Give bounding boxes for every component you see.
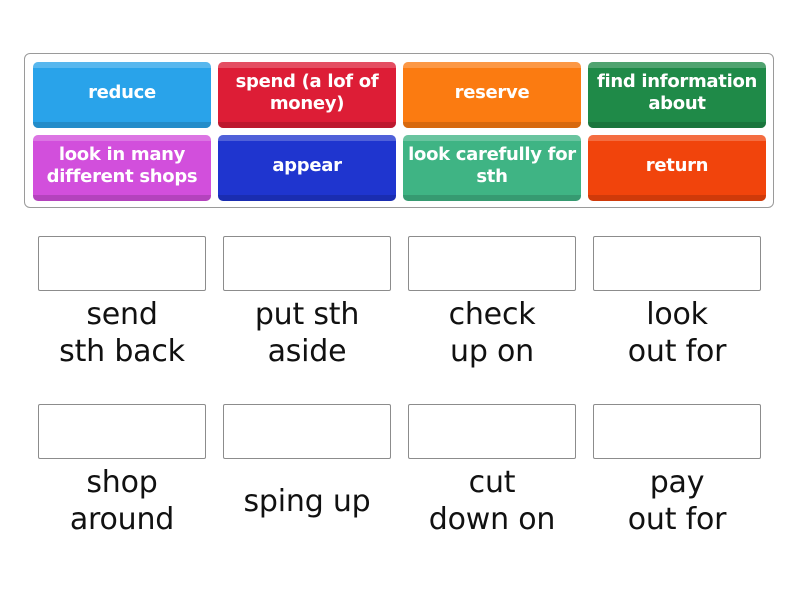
target-label: pay out for bbox=[627, 465, 727, 537]
tile-label: reserve bbox=[454, 82, 530, 103]
drop-box-put-sth-aside[interactable] bbox=[223, 236, 391, 291]
drop-box-shop-around[interactable] bbox=[38, 404, 206, 459]
target-label: look out for bbox=[627, 297, 727, 369]
target-label: cut down on bbox=[428, 465, 556, 537]
drop-box-pay-out-for[interactable] bbox=[593, 404, 761, 459]
target-label: send sth back bbox=[59, 297, 185, 369]
tile-label: find information about bbox=[596, 71, 758, 114]
drop-box-cut-down-on[interactable] bbox=[408, 404, 576, 459]
tile-label: return bbox=[645, 155, 709, 176]
target-label: check up on bbox=[448, 297, 536, 369]
target-label: sping up bbox=[243, 484, 371, 519]
tile-reduce[interactable]: reduce bbox=[33, 62, 211, 128]
tile-label: reduce bbox=[88, 82, 156, 103]
tile-return[interactable]: return bbox=[588, 135, 766, 201]
tile-label: appear bbox=[272, 155, 342, 176]
drop-box-send-sth-back[interactable] bbox=[38, 236, 206, 291]
tile-spend-a-lot-of-money[interactable]: spend (a lof of money) bbox=[218, 62, 396, 128]
drop-box-check-up-on[interactable] bbox=[408, 236, 576, 291]
drop-box-look-out-for[interactable] bbox=[593, 236, 761, 291]
tile-reserve[interactable]: reserve bbox=[403, 62, 581, 128]
tile-appear[interactable]: appear bbox=[218, 135, 396, 201]
tile-find-information-about[interactable]: find information about bbox=[588, 62, 766, 128]
tile-label: spend (a lof of money) bbox=[235, 71, 379, 114]
target-label: shop around bbox=[69, 465, 175, 537]
tile-look-in-many-different-shops[interactable]: look in many different shops bbox=[33, 135, 211, 201]
target-label: put sth aside bbox=[254, 297, 360, 369]
tile-label: look carefully for sth bbox=[408, 144, 576, 187]
drop-box-sping-up[interactable] bbox=[223, 404, 391, 459]
tile-label: look in many different shops bbox=[46, 144, 198, 187]
tile-look-carefully-for-sth[interactable]: look carefully for sth bbox=[403, 135, 581, 201]
